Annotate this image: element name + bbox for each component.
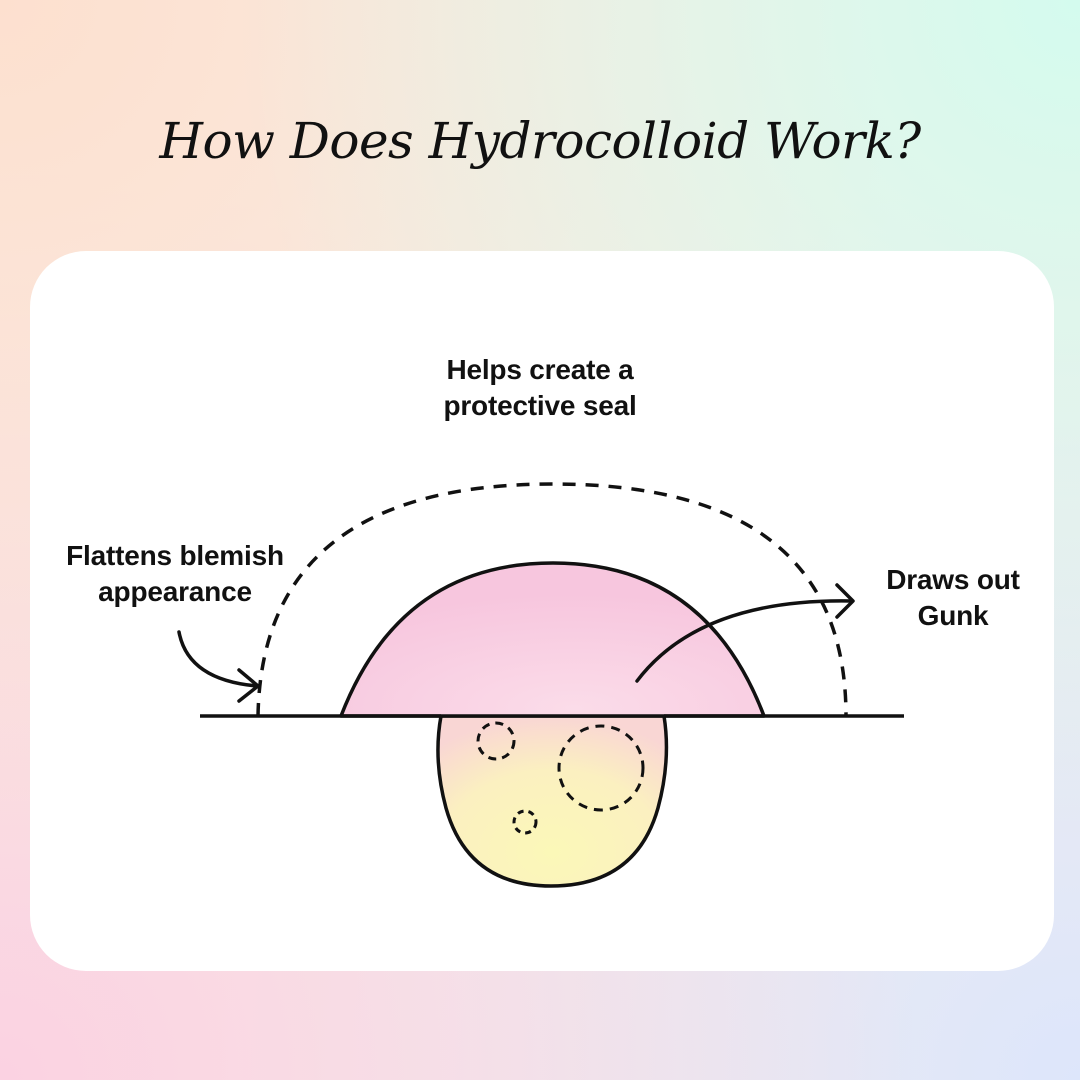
draws-out-label: Draws out Gunk	[886, 564, 1020, 631]
flattens-label: Flattens blemish appearance	[66, 540, 284, 607]
gunk-bubble-large	[557, 724, 645, 812]
flatten-arrow-icon	[177, 630, 259, 688]
flatten-arrowhead-icon	[237, 668, 260, 703]
protective-seal-arc	[256, 482, 848, 717]
gunk-bubble-small	[476, 721, 516, 761]
hydrocolloid-patch	[339, 561, 766, 718]
draws-out-arrow-icon	[635, 599, 854, 683]
blemish-shape	[436, 714, 669, 888]
draws-out-arrowhead-icon	[835, 583, 855, 619]
page-title: How Does Hydrocolloid Work?	[159, 112, 921, 170]
protective-seal-label: Helps create a protective seal	[443, 354, 637, 421]
gunk-bubble-tiny	[512, 809, 538, 835]
